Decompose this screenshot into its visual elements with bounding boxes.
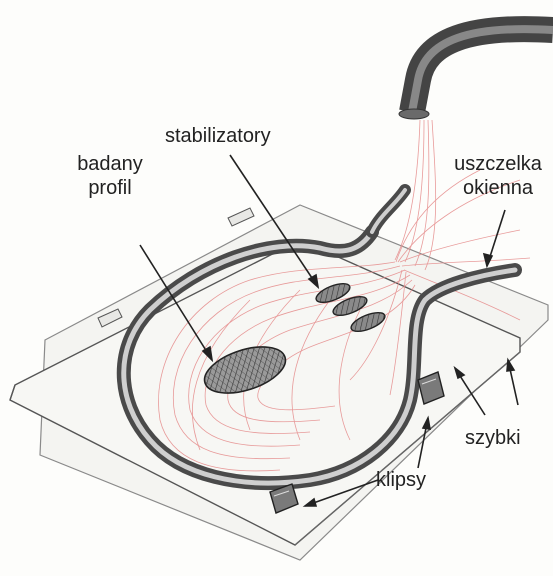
label-glass-panes: szybki — [465, 426, 521, 450]
label-tested-profile: badany profil — [65, 152, 155, 200]
label-tested-profile-line2: profil — [65, 176, 155, 200]
label-window-seal-line2: okienna — [446, 176, 550, 200]
glass-tab-top — [228, 208, 254, 226]
water-nozzle — [412, 29, 553, 112]
label-clips: klipsy — [376, 468, 426, 492]
label-stabilizers: stabilizatory — [165, 124, 271, 148]
label-tested-profile-line1: badany — [65, 152, 155, 176]
label-window-seal-line1: uszczelka — [446, 152, 550, 176]
label-window-seal: uszczelka okienna — [446, 152, 550, 200]
